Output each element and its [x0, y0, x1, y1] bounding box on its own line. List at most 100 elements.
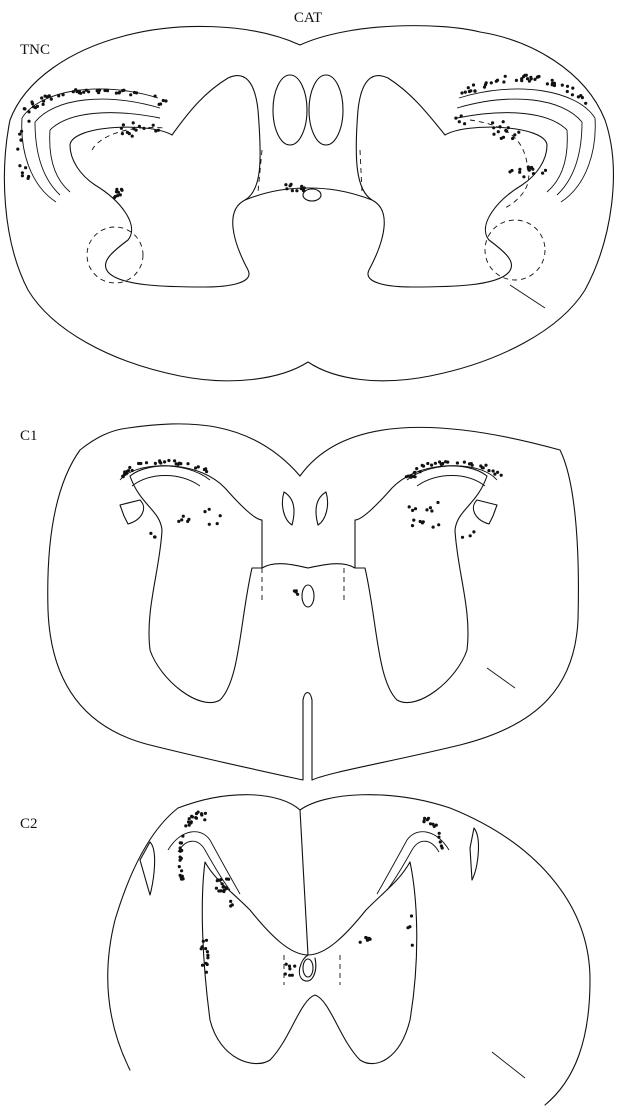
labeled-neuron-dot — [119, 193, 122, 196]
labeled-neuron-dot — [118, 91, 121, 94]
labeled-neuron-dot — [290, 183, 293, 186]
labeled-neuron-dot — [57, 94, 60, 97]
labeled-neuron-dot — [284, 972, 287, 975]
labeled-neuron-dot — [40, 96, 43, 99]
labeled-neuron-dot — [138, 125, 141, 128]
labeled-neuron-dot — [429, 506, 432, 509]
labeled-neuron-dot — [437, 836, 440, 839]
labeled-neuron-dot — [492, 133, 495, 136]
labeled-neuron-dot — [206, 963, 209, 966]
labeled-neuron-dot — [463, 122, 466, 125]
labeled-neuron-dot — [365, 936, 368, 939]
labeled-neuron-dot — [561, 84, 564, 87]
section-c2: C2 — [20, 795, 590, 1105]
c2-grey-matter — [202, 862, 416, 1064]
labeled-neuron-dot — [203, 510, 206, 513]
labeled-neuron-dot — [18, 133, 21, 136]
labeled-neuron-dot — [432, 526, 435, 529]
labeled-neuron-dot — [139, 462, 142, 465]
labeled-neuron-dot — [179, 841, 182, 844]
labeled-neuron-dot — [291, 974, 294, 977]
c1-left-funiculus — [282, 492, 294, 525]
labeled-neuron-dot — [571, 87, 574, 90]
labeled-neuron-dot — [517, 131, 520, 134]
labeled-neuron-dot — [456, 461, 459, 464]
labeled-neuron-dot — [461, 536, 464, 539]
section-c1: C1 — [20, 424, 578, 780]
labeled-neuron-dot — [427, 817, 430, 820]
labeled-neuron-dot — [195, 812, 198, 815]
labeled-neuron-dot — [423, 817, 426, 820]
labeled-neuron-dot — [487, 469, 490, 472]
c2-central-canal — [303, 959, 313, 977]
labeled-neuron-dot — [438, 832, 441, 835]
labeled-neuron-dot — [206, 954, 209, 957]
labeled-neuron-dot — [458, 120, 461, 123]
labeled-neuron-dot — [175, 462, 178, 465]
labeled-neuron-dot — [189, 821, 192, 824]
labeled-neuron-dot — [180, 869, 183, 872]
labeled-neuron-dot — [440, 463, 443, 466]
labeled-neuron-dot — [154, 462, 157, 465]
labeled-neuron-dot — [527, 165, 530, 168]
labeled-neuron-dot — [178, 462, 181, 465]
labeled-neuron-dot — [414, 475, 417, 478]
labeled-neuron-dot — [202, 940, 205, 943]
labeled-neuron-dot — [201, 964, 204, 967]
labeled-neuron-dot — [504, 129, 507, 132]
labeled-neuron-dot — [225, 886, 228, 889]
labeled-neuron-dot — [430, 464, 433, 467]
labeled-neuron-dot — [408, 505, 411, 508]
labeled-neuron-dot — [114, 195, 117, 198]
labeled-neuron-dot — [497, 130, 500, 133]
labeled-neuron-dot — [471, 464, 474, 467]
labeled-neuron-dot — [415, 467, 418, 470]
labeled-neuron-dot — [120, 127, 123, 130]
labeled-neuron-dot — [464, 91, 467, 94]
labeled-neuron-dot — [288, 967, 291, 970]
labeled-neuron-dot — [195, 817, 198, 820]
labeled-neuron-dot — [502, 136, 505, 139]
labeled-neuron-dot — [531, 168, 534, 171]
labeled-neuron-dot — [18, 164, 21, 167]
labeled-neuron-dot — [463, 461, 466, 464]
labeled-neuron-dot — [441, 846, 444, 849]
labeled-neuron-dot — [36, 105, 39, 108]
labeled-neuron-dot — [164, 99, 167, 102]
labeled-neuron-dot — [493, 473, 496, 476]
labeled-neuron-dot — [507, 126, 510, 129]
labeled-neuron-dot — [482, 466, 485, 469]
labeled-neuron-dot — [219, 514, 222, 517]
labeled-neuron-dot — [120, 188, 123, 191]
labeled-neuron-dot — [188, 817, 191, 820]
labeled-neuron-dot — [293, 589, 296, 592]
labeled-neuron-dot — [546, 82, 549, 85]
labeled-neuron-dot — [411, 524, 414, 527]
labeled-neuron-dot — [579, 94, 582, 97]
labeled-neuron-dot — [492, 126, 495, 129]
labeled-neuron-dot — [221, 882, 224, 885]
c1-right-lateral-process — [473, 500, 497, 524]
labeled-neuron-dot — [208, 508, 211, 511]
labeled-neuron-dot — [541, 172, 544, 175]
labeled-neuron-dot — [584, 102, 587, 105]
labeled-neuron-dot — [500, 474, 503, 477]
labeled-neuron-dot — [135, 129, 138, 132]
c2-tick-line — [492, 1052, 525, 1078]
labeled-neuron-dot — [431, 823, 434, 826]
labeled-neuron-dot — [444, 460, 447, 463]
c2-right-lateral-process — [470, 828, 478, 880]
labeled-neuron-dot — [537, 75, 540, 78]
labeled-neuron-dot — [225, 877, 228, 880]
labeled-neuron-dot — [434, 462, 437, 465]
c1-tick-line — [487, 668, 515, 688]
labeled-neuron-dot — [132, 121, 135, 124]
labeled-neuron-dot — [430, 509, 433, 512]
labeled-neuron-dot — [158, 459, 161, 462]
labeled-neuron-dot — [197, 465, 200, 468]
labeled-neuron-dot — [566, 85, 569, 88]
labeled-neuron-dot — [422, 465, 425, 468]
labeled-neuron-dot — [186, 462, 189, 465]
labeled-neuron-dot — [405, 475, 408, 478]
